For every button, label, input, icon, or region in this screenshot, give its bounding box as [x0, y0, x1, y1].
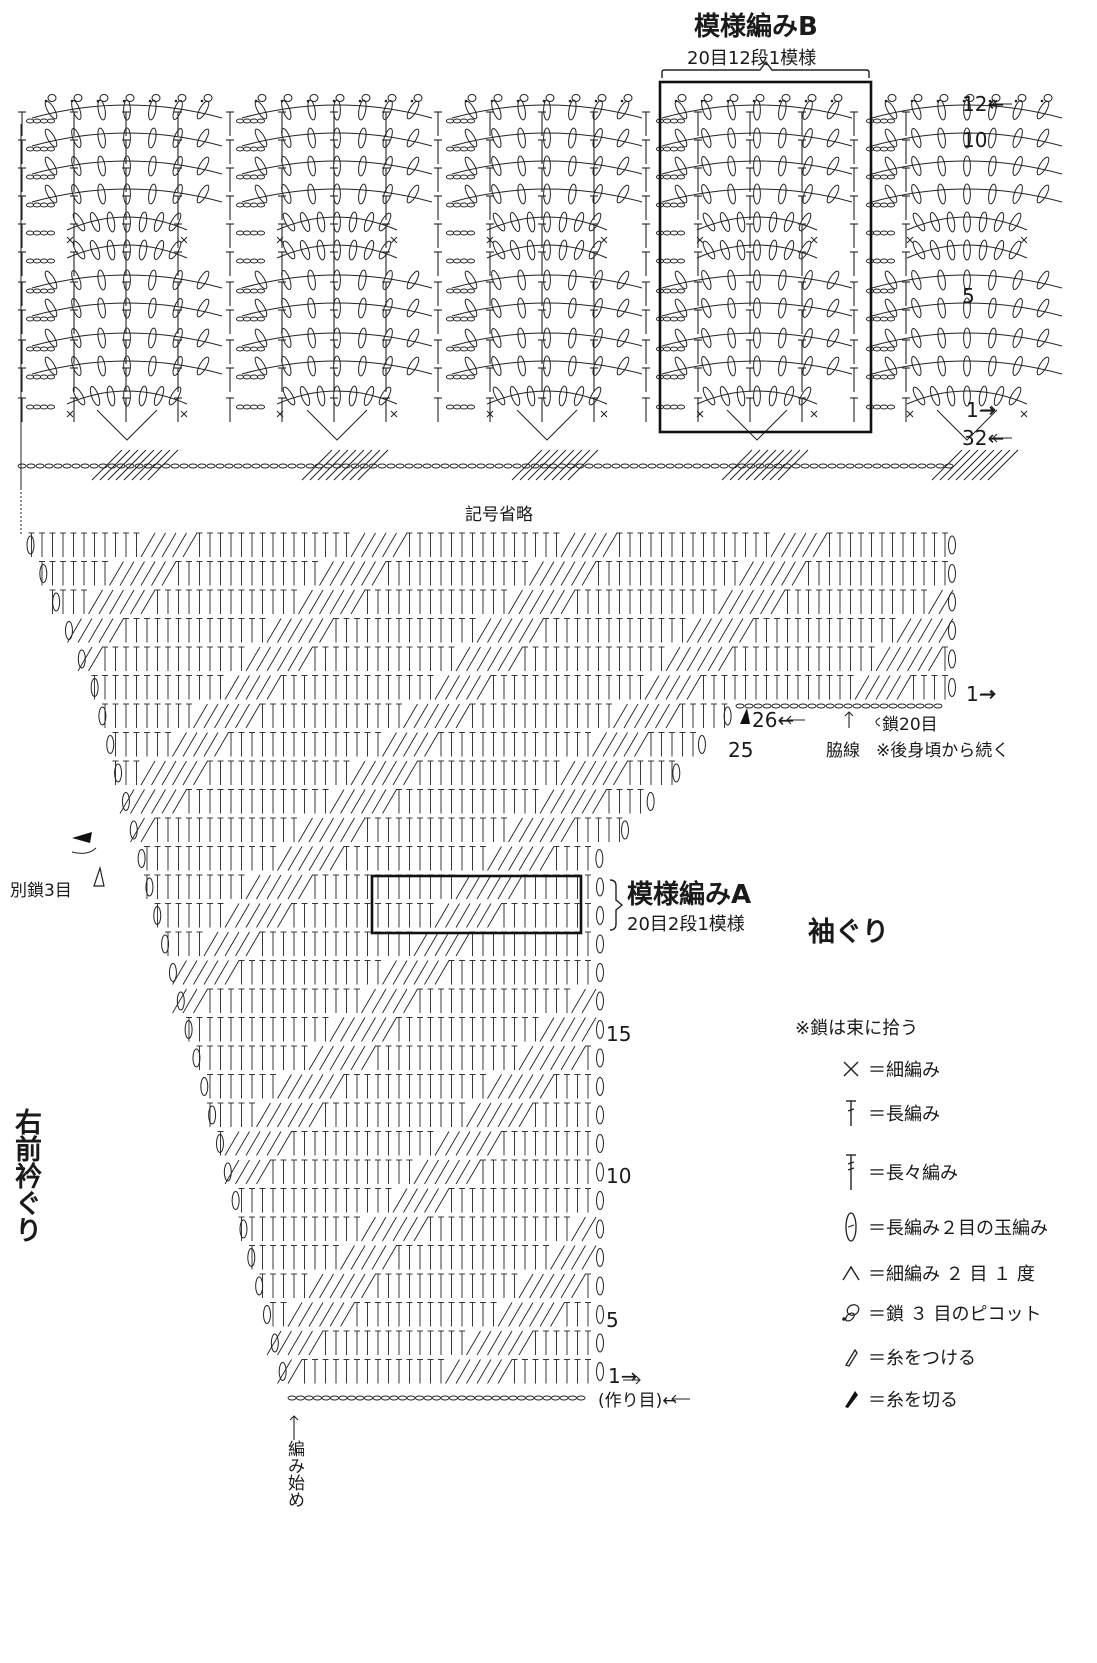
row-arrows	[289, 99, 1012, 1440]
legend-item: ＝細編み	[840, 1054, 940, 1084]
legend-text: ＝長編み２目の玉編み	[868, 1218, 1048, 1239]
cut-yarn-icon	[845, 1391, 858, 1408]
row-label-12: 12←	[962, 92, 1005, 116]
row-label-1-lower: 1→	[966, 682, 996, 706]
pattern-a-title: 模様編みA	[627, 880, 752, 910]
double-crochet-icon	[846, 1100, 856, 1126]
cut-yarn-marker-2	[72, 832, 92, 843]
treble-crochet-icon	[846, 1154, 856, 1190]
neckline-label: 右前衿ぐり	[10, 1108, 41, 1243]
cut-yarn-marker	[740, 708, 750, 724]
pattern-b-repeat: 20目12段1模様	[687, 48, 817, 69]
pattern-b-title: 模様編みB	[694, 12, 818, 42]
legend-note: ※鎖は束に拾う	[795, 1018, 919, 1039]
picot-icon	[842, 1304, 860, 1322]
legend-text: ＝長々編み	[868, 1163, 958, 1184]
extra-chain-note: 別鎖3目	[10, 881, 72, 901]
legend-item: ＝糸を切る	[840, 1384, 958, 1414]
join-yarn-icon	[845, 1348, 858, 1367]
row-label-32: 32←	[962, 426, 1005, 450]
row-label-5: 5	[962, 284, 975, 308]
legend-item: ＝鎖 ３ 目のピコット	[840, 1298, 1041, 1328]
legend-item: ＝長編み	[840, 1098, 940, 1128]
armhole-label: 袖ぐり	[808, 917, 889, 948]
row-label-15: 15	[606, 1022, 632, 1046]
row-label-5-lower: 5	[606, 1308, 619, 1332]
row-label-26: 26←	[752, 708, 795, 732]
continue-from-back-note: ※後身頃から続く	[876, 741, 1010, 761]
row-label-25: 25	[728, 738, 754, 762]
extra-chain-curve	[71, 847, 97, 854]
legend-text: ＝細編み	[868, 1060, 940, 1081]
legend-text: ＝鎖 ３ 目のピコット	[868, 1304, 1042, 1325]
pattern-a-frame	[370, 874, 583, 935]
pattern-a-chart	[26, 532, 956, 1401]
legend-item: ＝長編み２目の玉編み	[840, 1210, 1048, 1244]
pattern-a-repeat: 20目2段1模様	[627, 914, 745, 935]
start-label: 編み始め	[284, 1440, 304, 1508]
legend-item: ＝糸をつける	[840, 1342, 976, 1372]
pattern-a-bracket	[609, 879, 624, 931]
pattern-b-frame	[658, 80, 873, 434]
legend-item: ＝細編み ２ 目 １ 度	[840, 1258, 1035, 1288]
foundation-chain-label: (作り目)←	[598, 1391, 677, 1411]
legend-text: ＝細編み ２ 目 １ 度	[868, 1264, 1035, 1285]
symbols-omitted-note: 記号省略	[465, 505, 533, 525]
row-label-10: 10	[962, 128, 988, 152]
legend-text: ＝糸をつける	[868, 1348, 976, 1369]
legend-text: ＝長編み	[868, 1104, 940, 1125]
cluster-icon	[845, 1212, 857, 1242]
legend-item: ＝長々編み	[840, 1152, 958, 1192]
row-label-10-lower: 10	[606, 1164, 632, 1188]
sc2tog-icon	[842, 1265, 860, 1281]
join-yarn-marker	[93, 865, 105, 887]
row-label-1-bottom: 1→	[608, 1364, 638, 1388]
pattern-b-chart	[17, 94, 1063, 488]
pattern-b-bracket	[661, 60, 870, 78]
row-label-1-upper: 1→	[966, 398, 996, 422]
legend-text: ＝糸を切る	[868, 1390, 958, 1411]
side-line-note: 脇線	[826, 741, 860, 761]
chain-20-note: 鎖20目	[882, 715, 938, 735]
single-crochet-icon	[843, 1061, 859, 1077]
